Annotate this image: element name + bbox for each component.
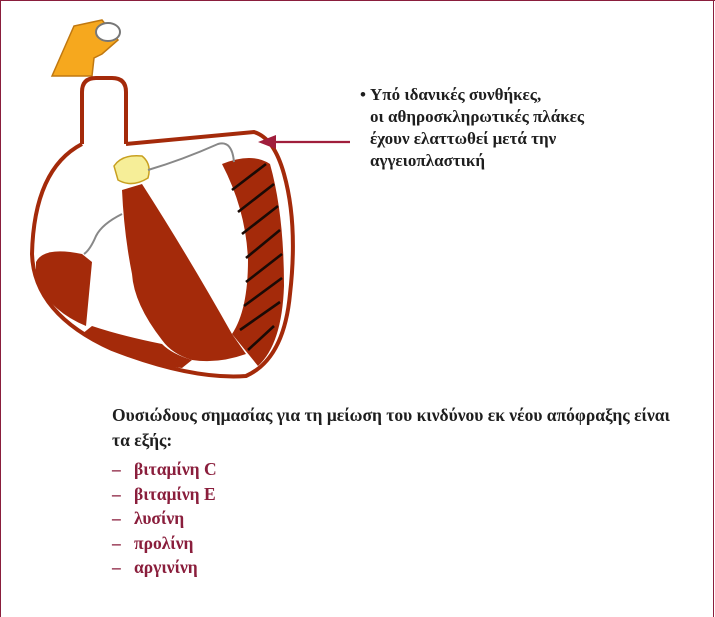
valve-line-right xyxy=(148,143,234,170)
list-item-label: προλίνη xyxy=(134,533,193,553)
heart-muscle-septum xyxy=(122,184,246,361)
list-item-label: αργινίνη xyxy=(134,557,198,577)
list-item: –βιταμίνη E xyxy=(112,482,217,507)
intro-paragraph: Ουσιώδους σημασίας για τη μείωση του κιν… xyxy=(112,403,692,453)
frame-right-border xyxy=(713,0,714,617)
callout-text-block: • Υπό ιδανικές συνθήκες, οι αθηροσκληρωτ… xyxy=(360,84,680,172)
nutrient-list: –βιταμίνη C –βιταμίνη E –λυσίνη –προλίνη… xyxy=(112,457,217,580)
list-item: –λυσίνη xyxy=(112,506,217,531)
list-dash: – xyxy=(112,555,134,580)
aorta-outline xyxy=(82,78,126,144)
callout-bullet: • xyxy=(360,84,366,106)
list-item: –αργινίνη xyxy=(112,555,217,580)
list-item-label: λυσίνη xyxy=(134,508,184,528)
heart-muscle-left xyxy=(36,251,92,326)
list-dash: – xyxy=(112,482,134,507)
heart-cross-section-icon xyxy=(22,14,322,382)
list-item-label: βιταμίνη E xyxy=(134,484,216,504)
vessel-opening xyxy=(96,23,120,41)
frame-left-border xyxy=(0,0,1,617)
list-item-label: βιταμίνη C xyxy=(134,459,217,479)
valve-line-left xyxy=(84,214,122,254)
list-dash: – xyxy=(112,531,134,556)
arrow-left-icon xyxy=(258,132,350,152)
valve-aortic xyxy=(114,156,149,184)
list-dash: – xyxy=(112,457,134,482)
list-item: –προλίνη xyxy=(112,531,217,556)
list-dash: – xyxy=(112,506,134,531)
frame-top-border xyxy=(0,0,715,1)
callout-text: Υπό ιδανικές συνθήκες, οι αθηροσκληρωτικ… xyxy=(370,84,680,172)
list-item: –βιταμίνη C xyxy=(112,457,217,482)
